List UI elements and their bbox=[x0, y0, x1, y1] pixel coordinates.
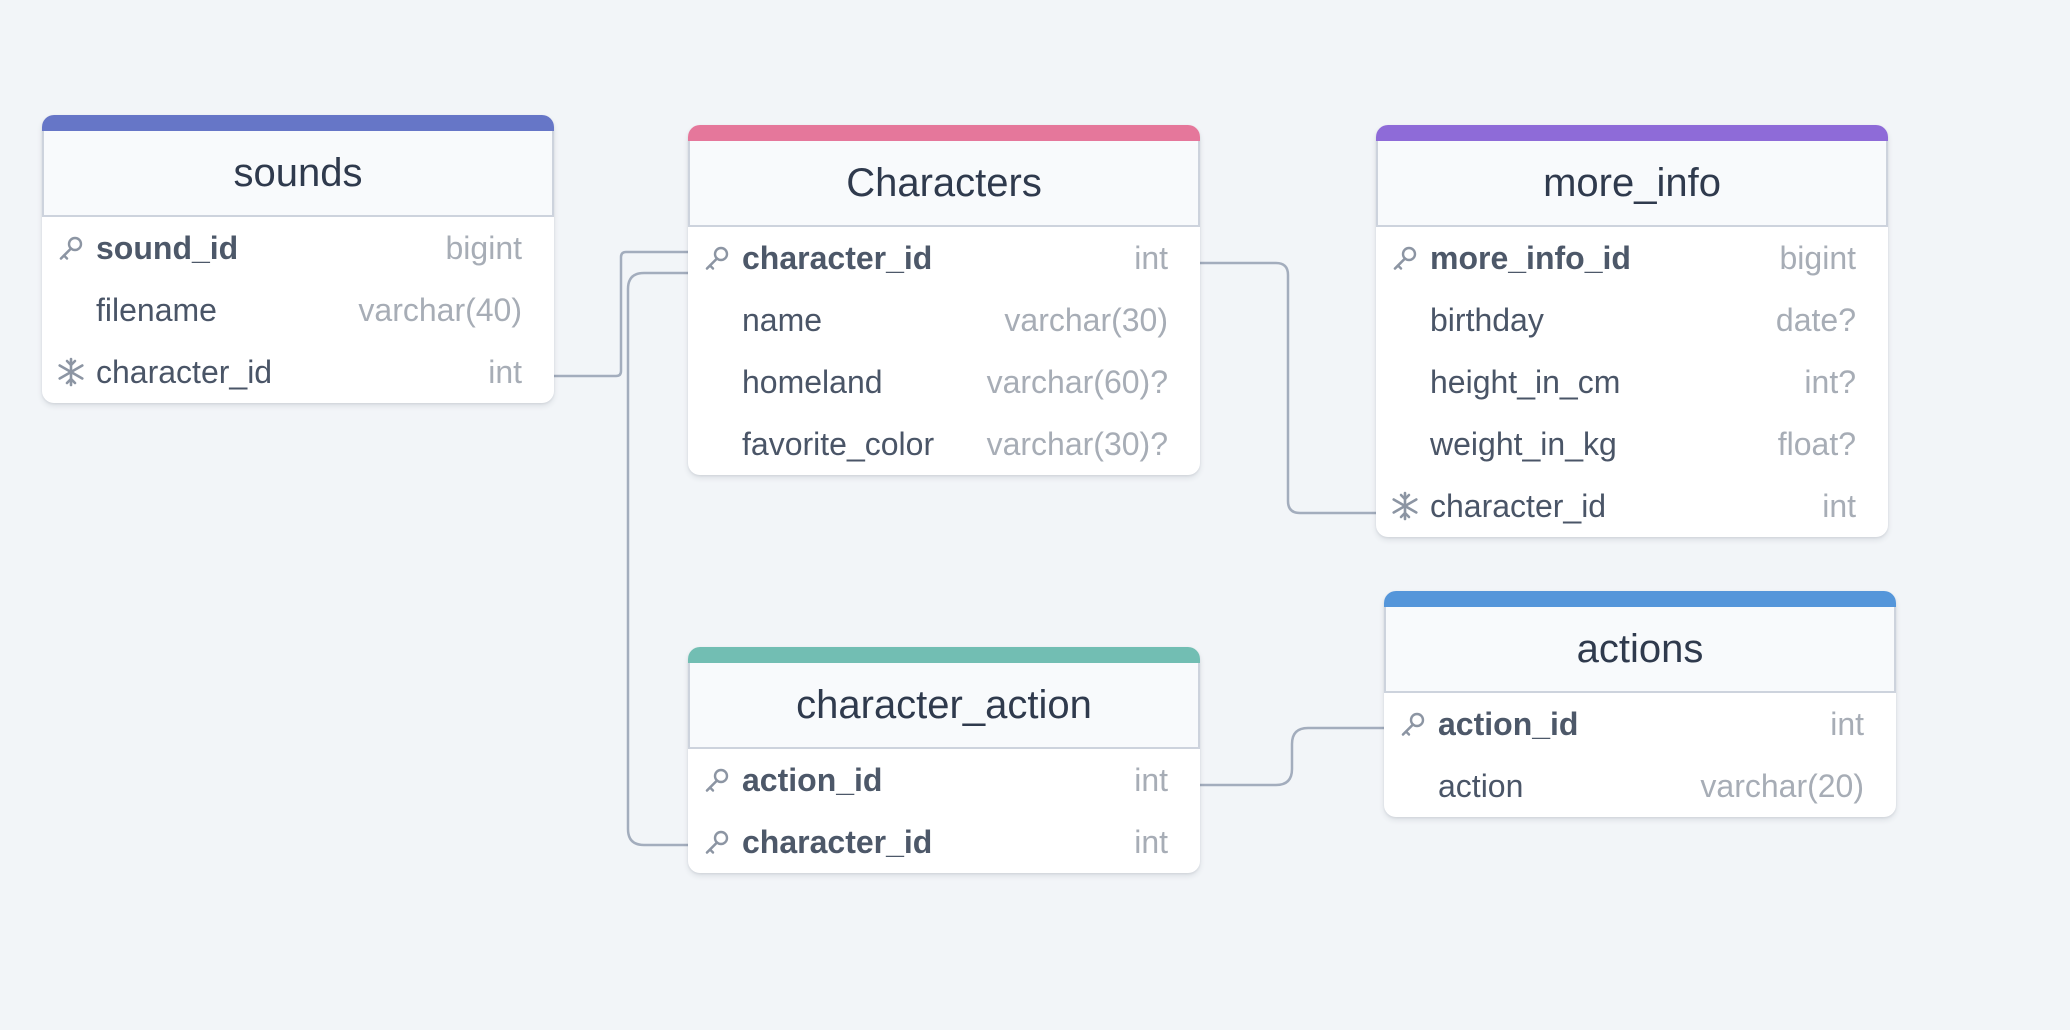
connector-character-action-actions[interactable] bbox=[1200, 726, 1384, 787]
field-row-character-id[interactable]: character_id int bbox=[42, 341, 554, 403]
field-type: bigint bbox=[445, 229, 523, 266]
connector-characters-character-action[interactable] bbox=[626, 271, 688, 847]
field-type: int bbox=[1134, 239, 1168, 276]
table-title: more_info bbox=[1376, 141, 1888, 227]
table-title: Characters bbox=[688, 141, 1200, 227]
field-name: action bbox=[1438, 767, 1524, 804]
key-icon bbox=[56, 233, 86, 263]
field-row-sound-id[interactable]: sound_id bigint bbox=[42, 217, 554, 279]
field-row-character-id[interactable]: character_id int bbox=[688, 811, 1200, 873]
table-color-bar bbox=[688, 125, 1200, 141]
field-type: int bbox=[1830, 705, 1864, 742]
field-row-character-id[interactable]: character_id int bbox=[1376, 475, 1888, 537]
table-actions[interactable]: actions action_id int action varchar(20) bbox=[1384, 591, 1896, 817]
field-name: homeland bbox=[742, 363, 883, 400]
table-title: actions bbox=[1384, 607, 1896, 693]
field-type: date? bbox=[1775, 301, 1856, 338]
field-name: height_in_cm bbox=[1430, 363, 1621, 400]
field-row-action-id[interactable]: action_id int bbox=[1384, 693, 1896, 755]
field-row-homeland[interactable]: homeland varchar(60)? bbox=[688, 351, 1200, 413]
field-name: action_id bbox=[742, 761, 883, 798]
field-name: sound_id bbox=[96, 229, 239, 266]
snowflake-icon bbox=[56, 357, 86, 387]
table-color-bar bbox=[1376, 125, 1888, 141]
field-name: character_id bbox=[1430, 487, 1607, 524]
field-type: int? bbox=[1804, 363, 1856, 400]
field-type: int bbox=[488, 353, 522, 390]
field-name: action_id bbox=[1438, 705, 1579, 742]
field-row-weight-in-kg[interactable]: weight_in_kg float? bbox=[1376, 413, 1888, 475]
field-name: filename bbox=[96, 291, 217, 328]
field-row-favorite-color[interactable]: favorite_color varchar(30)? bbox=[688, 413, 1200, 475]
field-type: varchar(30)? bbox=[986, 425, 1168, 462]
table-title: character_action bbox=[688, 663, 1200, 749]
field-row-filename[interactable]: filename varchar(40) bbox=[42, 279, 554, 341]
field-row-height-in-cm[interactable]: height_in_cm int? bbox=[1376, 351, 1888, 413]
field-name: favorite_color bbox=[742, 425, 935, 462]
key-icon bbox=[702, 765, 732, 795]
snowflake-icon bbox=[1390, 491, 1420, 521]
table-sounds[interactable]: sounds sound_id bigint filename varchar(40)… bbox=[42, 115, 554, 403]
field-name: character_id bbox=[742, 239, 933, 276]
table-title: sounds bbox=[42, 131, 554, 217]
field-row-character-id[interactable]: character_id int bbox=[688, 227, 1200, 289]
key-icon bbox=[702, 827, 732, 857]
field-name: more_info_id bbox=[1430, 239, 1631, 276]
field-type: bigint bbox=[1779, 239, 1857, 276]
field-type: varchar(40) bbox=[358, 291, 522, 328]
field-name: name bbox=[742, 301, 823, 338]
field-type: varchar(30) bbox=[1004, 301, 1168, 338]
field-type: int bbox=[1134, 761, 1168, 798]
field-name: character_id bbox=[96, 353, 273, 390]
field-row-action-id[interactable]: action_id int bbox=[688, 749, 1200, 811]
table-color-bar bbox=[1384, 591, 1896, 607]
field-row-birthday[interactable]: birthday date? bbox=[1376, 289, 1888, 351]
field-type: int bbox=[1134, 823, 1168, 860]
table-color-bar bbox=[42, 115, 554, 131]
table-color-bar bbox=[688, 647, 1200, 663]
field-row-more-info-id[interactable]: more_info_id bigint bbox=[1376, 227, 1888, 289]
key-icon bbox=[1390, 243, 1420, 273]
field-row-name[interactable]: name varchar(30) bbox=[688, 289, 1200, 351]
field-type: varchar(60)? bbox=[986, 363, 1168, 400]
key-icon bbox=[702, 243, 732, 273]
table-characters[interactable]: Characters character_id int name varchar(30… bbox=[688, 125, 1200, 475]
table-more-info[interactable]: more_info more_info_id bigint birthday date… bbox=[1376, 125, 1888, 537]
field-row-action[interactable]: action varchar(20) bbox=[1384, 755, 1896, 817]
connector-characters-more-info[interactable] bbox=[1200, 261, 1376, 515]
field-name: weight_in_kg bbox=[1430, 425, 1617, 462]
field-name: character_id bbox=[742, 823, 933, 860]
field-type: int bbox=[1822, 487, 1856, 524]
key-icon bbox=[1398, 709, 1428, 739]
connector-sounds-characters[interactable] bbox=[554, 250, 688, 378]
field-type: float? bbox=[1777, 425, 1856, 462]
field-name: birthday bbox=[1430, 301, 1544, 338]
field-type: varchar(20) bbox=[1700, 767, 1864, 804]
